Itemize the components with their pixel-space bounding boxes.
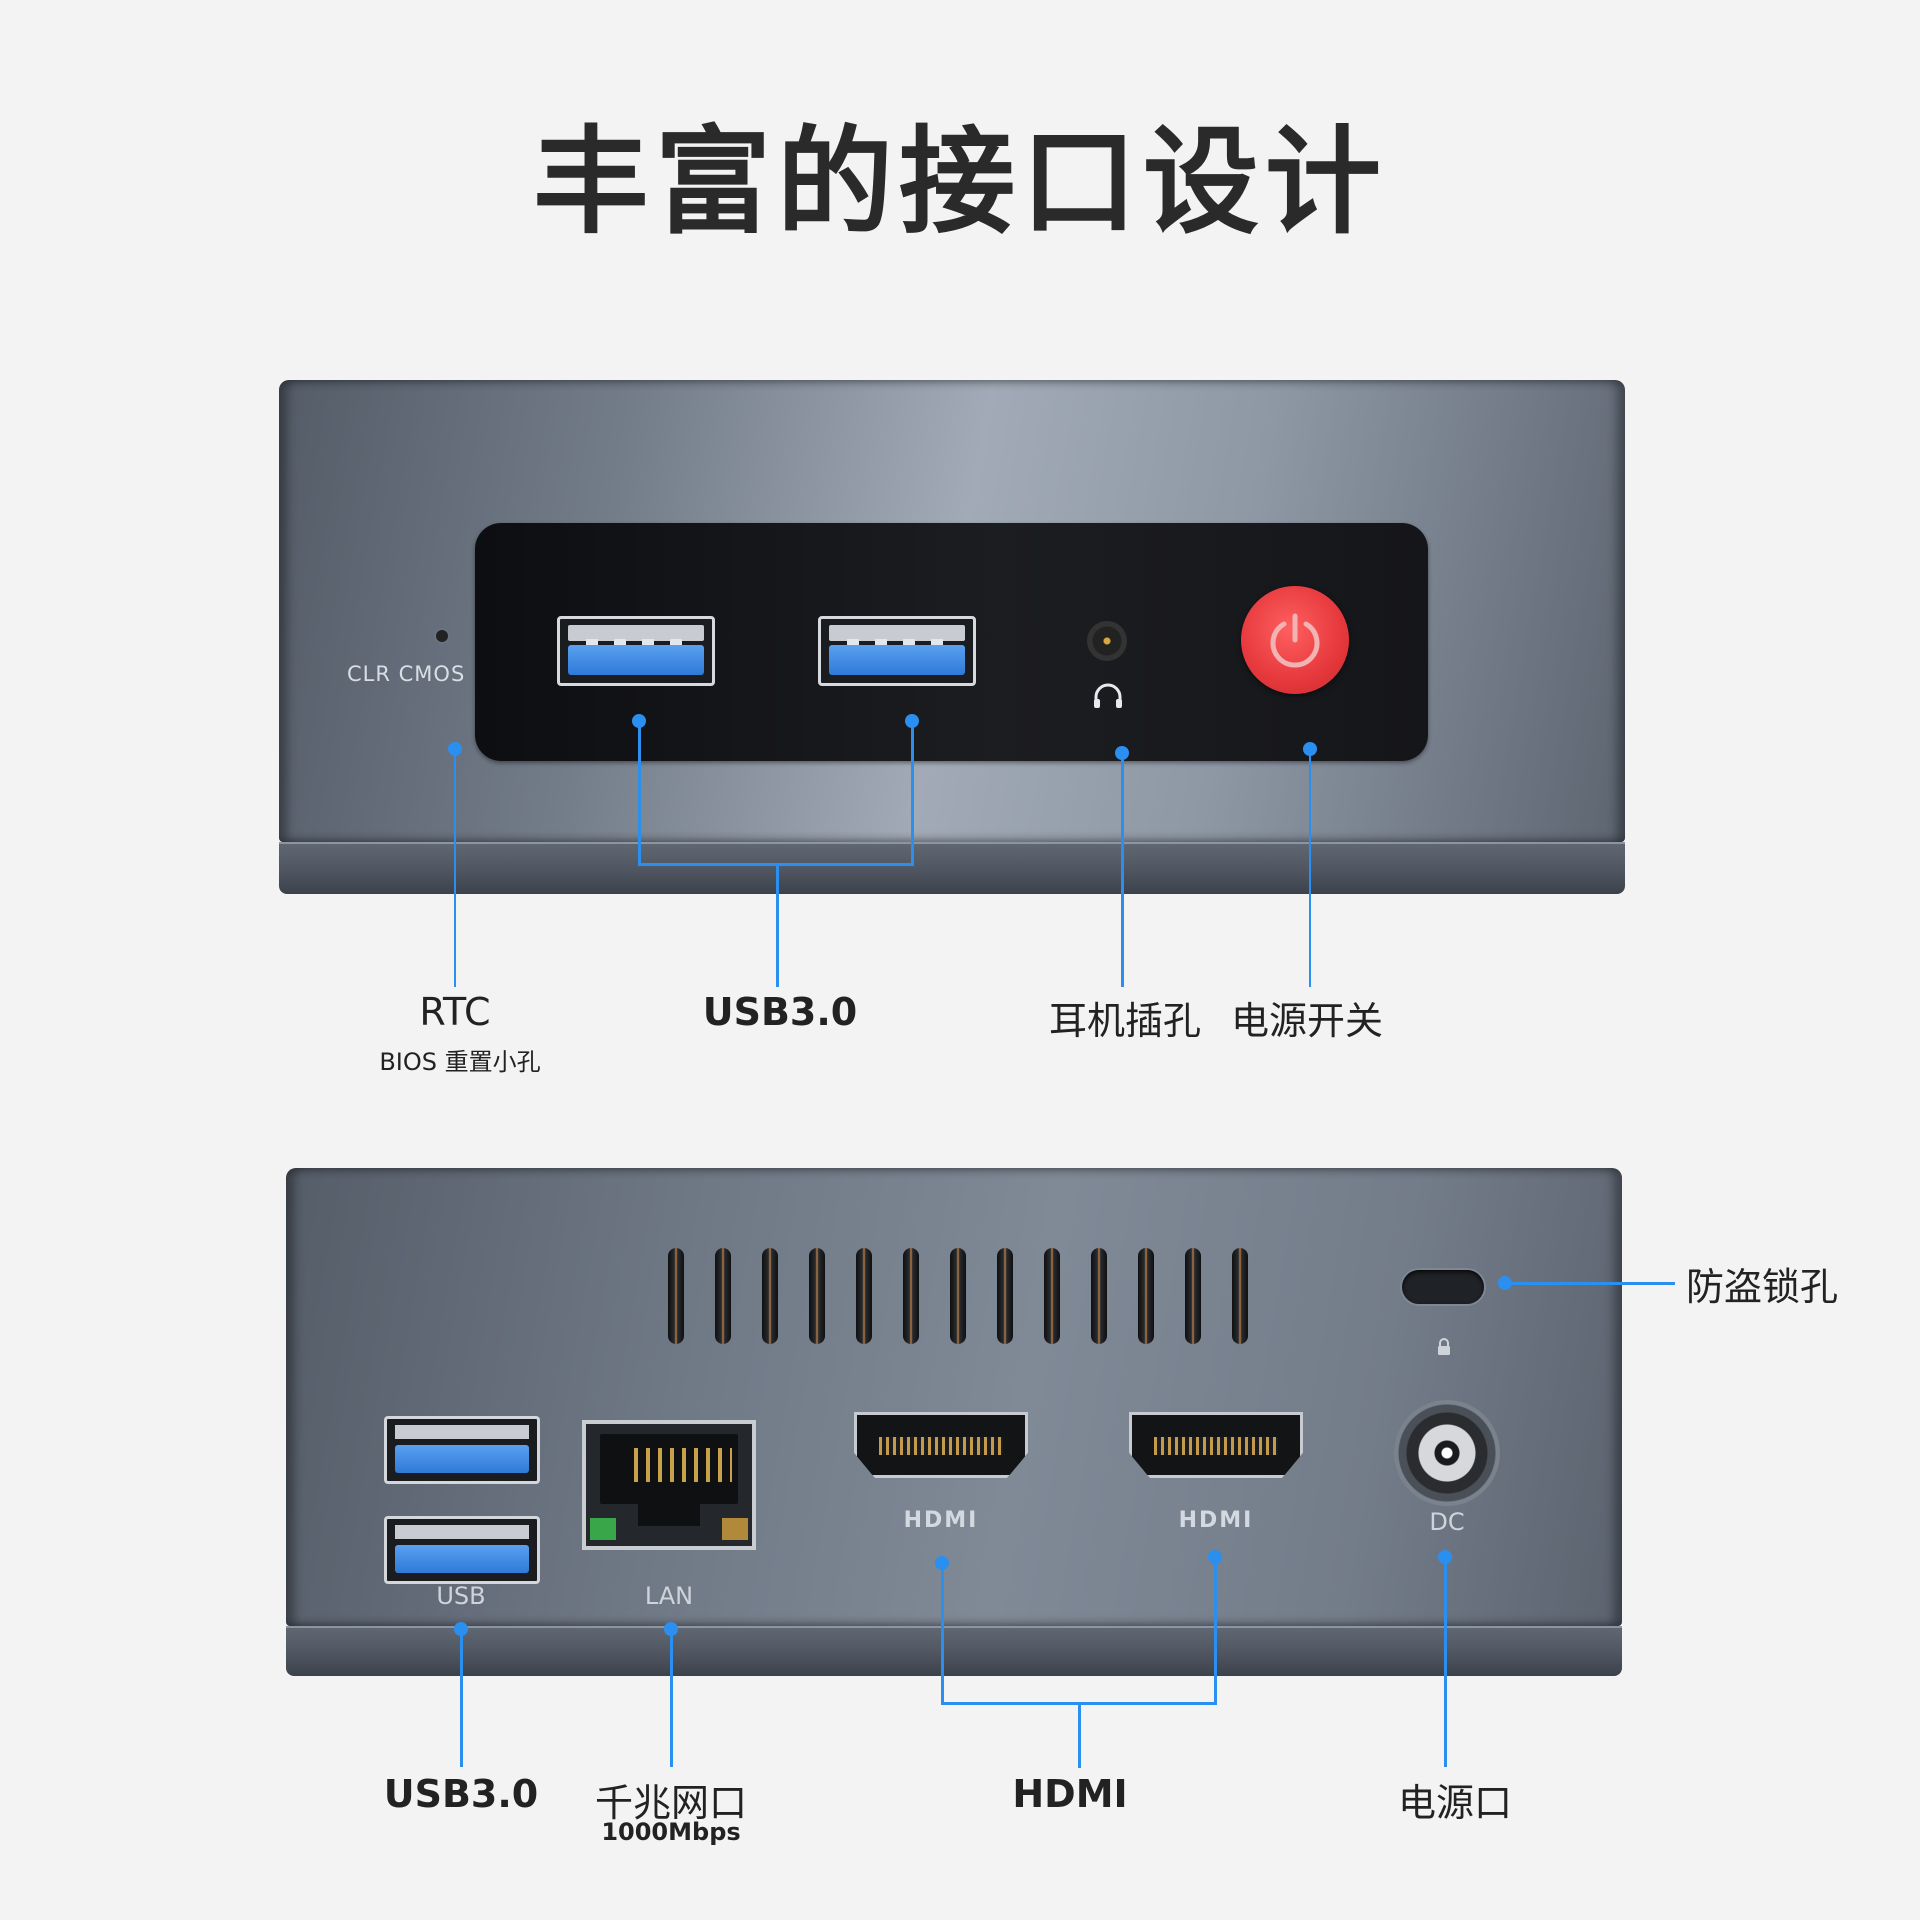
vent-slot: [997, 1248, 1013, 1344]
vent-slot: [809, 1248, 825, 1344]
front-device: CLR CMOS: [279, 380, 1625, 894]
vent-slot: [1138, 1248, 1154, 1344]
back-usb-label: USB3.0: [383, 1772, 539, 1816]
headphone-label: 耳机插孔: [1048, 999, 1201, 1043]
dc-port-label: DC: [1429, 1508, 1465, 1536]
power-label: 电源开关: [1230, 999, 1383, 1043]
headphone-callout-line: [1121, 753, 1124, 987]
usb-callout-line-right: [911, 721, 914, 866]
lock-icon: [1438, 1338, 1450, 1355]
lock-label: 防盗锁孔: [1686, 1265, 1839, 1309]
vent-slot: [903, 1248, 919, 1344]
vent-slot: [1232, 1248, 1248, 1344]
hdmi-label: HDMI: [1012, 1772, 1128, 1816]
power-button[interactable]: [1241, 586, 1349, 694]
headset-icon: [1094, 683, 1122, 708]
lan-callout-line: [670, 1629, 673, 1767]
front-usb-port-2[interactable]: [818, 616, 976, 686]
lan-port-label: LAN: [644, 1582, 694, 1610]
back-usb-port-2[interactable]: [384, 1516, 540, 1584]
page-title: 丰富的接口设计: [533, 115, 1387, 250]
back-usb-callout-line: [460, 1629, 463, 1767]
vent-slot: [856, 1248, 872, 1344]
dc-callout-line: [1444, 1557, 1447, 1767]
hdmi-callout-line-left: [941, 1563, 944, 1705]
lock-callout-line: [1505, 1282, 1675, 1285]
hdmi-callout-line-right: [1214, 1557, 1217, 1705]
hdmi-logo-1: HDMI: [903, 1508, 979, 1533]
vent-slot: [1091, 1248, 1107, 1344]
vent-slot: [950, 1248, 966, 1344]
lan-sub-label: 1000Mbps: [601, 1818, 741, 1846]
vent-slot: [668, 1248, 684, 1344]
back-device: USB LAN HDMI HDMI DC: [286, 1168, 1622, 1676]
kensington-lock-slot[interactable]: [1402, 1270, 1484, 1304]
rtc-label: RTC: [419, 990, 491, 1034]
clr-cmos-label: CLR CMOS: [347, 662, 466, 686]
dc-power-port[interactable]: [1394, 1400, 1500, 1506]
usb-callout-line-left: [638, 721, 641, 866]
rtc-callout-line: [454, 749, 456, 987]
front-usb-label: USB3.0: [702, 990, 858, 1034]
vent-slot: [715, 1248, 731, 1344]
power-callout-line: [1309, 749, 1311, 987]
hdmi-port-1[interactable]: [854, 1412, 1028, 1478]
lan-led-amber: [722, 1518, 748, 1540]
rtc-sub-label: BIOS 重置小孔: [379, 1048, 541, 1076]
front-base: [279, 842, 1625, 894]
hdmi-port-2[interactable]: [1129, 1412, 1303, 1478]
vent-slot: [1185, 1248, 1201, 1344]
hdmi-logo-2: HDMI: [1178, 1508, 1254, 1533]
dc-label: 电源口: [1397, 1781, 1512, 1825]
back-usb-port-1[interactable]: [384, 1416, 540, 1484]
back-usb-port-label: USB: [436, 1582, 486, 1610]
usb-callout-line-stem: [776, 863, 779, 987]
lan-led-green: [590, 1518, 616, 1540]
back-base: [286, 1626, 1622, 1676]
lan-port[interactable]: [582, 1420, 756, 1550]
lan-label: 千兆网口: [594, 1781, 747, 1825]
vent-slot: [762, 1248, 778, 1344]
headphone-jack[interactable]: [1087, 621, 1127, 661]
clr-cmos-hole[interactable]: [436, 630, 448, 642]
hdmi-callout-line-stem: [1078, 1702, 1081, 1768]
front-panel: [475, 523, 1428, 761]
vent-slot: [1044, 1248, 1060, 1344]
power-icon: [1270, 613, 1320, 668]
front-usb-port-1[interactable]: [557, 616, 715, 686]
